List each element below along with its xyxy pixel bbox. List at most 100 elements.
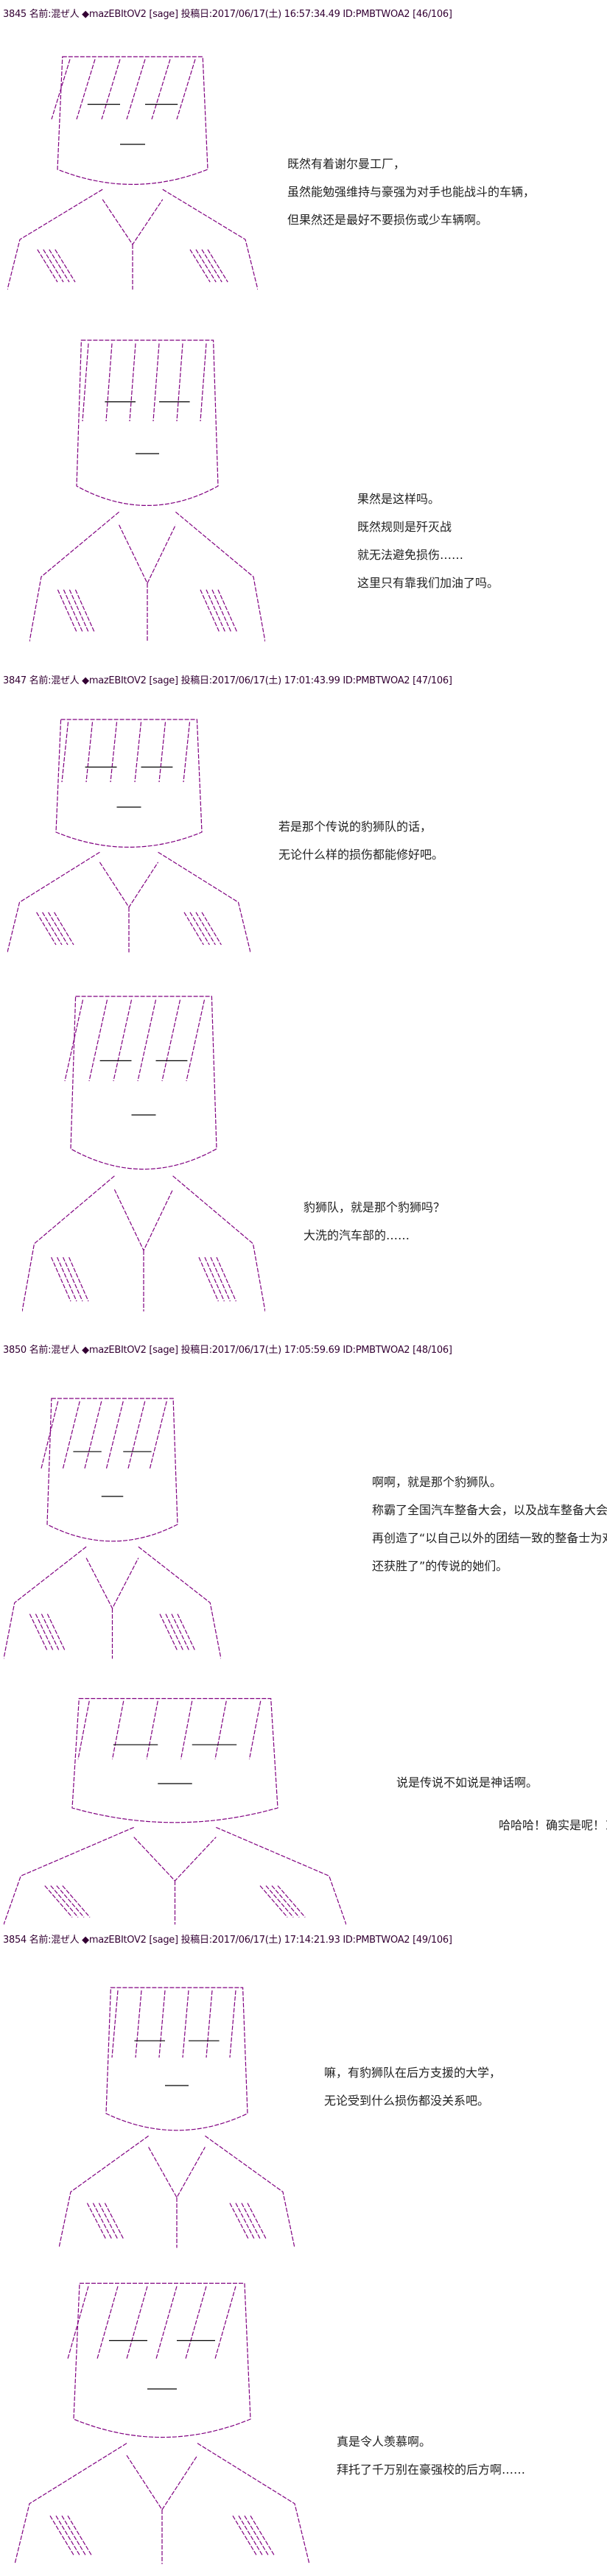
art-stroke: [69, 1256, 89, 1302]
date-label: 投稿日:: [180, 1345, 212, 1356]
dialogue-line: 豹狮队，就是那个豹狮吗？: [304, 1200, 446, 1214]
post-header: 3850 名前:混ぜ人 ◆mazEBItOV2 [sage] 投稿日:2017/…: [3, 1342, 452, 1356]
poster-id[interactable]: ID:PMBTWOA2: [343, 1345, 410, 1356]
dialogue-block: 豹狮队，就是那个豹狮吗？大洗的汽车部的……: [304, 1194, 445, 1250]
dialogue-line: 若是那个传说的豹狮队的话，: [278, 820, 432, 834]
art-stroke: [4, 1826, 134, 1925]
art-stroke: [175, 511, 265, 642]
dialogue-line: 还获胜了”的传说的她们。: [372, 1559, 508, 1573]
art-stroke: [35, 1613, 54, 1651]
post-number[interactable]: 3845: [3, 9, 27, 20]
ascii-art-figure: [22, 996, 265, 1312]
art-stroke: [172, 1175, 265, 1312]
art-stroke: [84, 1401, 102, 1469]
dialogue-line: 嘛，有豹狮队在后方支援的大学，: [324, 2066, 502, 2080]
date-label: 投稿日:: [180, 1935, 212, 1946]
art-stroke: [158, 1990, 166, 2058]
art-stroke: [54, 912, 74, 946]
art-stroke: [36, 912, 57, 946]
dialogue-block: 果然是这样吗。既然规则是歼灭战就无法避免损伤……这里只有靠我们加油了吗。: [357, 485, 499, 597]
art-stroke: [205, 2135, 295, 2248]
art-stroke: [189, 249, 211, 283]
art-stroke: [41, 1613, 60, 1651]
art-stroke: [265, 1885, 294, 1918]
post-count: [48/106]: [413, 1345, 452, 1356]
art-stroke: [62, 1885, 91, 1918]
art-stroke: [198, 1256, 219, 1302]
art-stroke: [44, 1885, 73, 1918]
ascii-art-figure: [7, 719, 250, 953]
dialogue-block: 真是令人羡慕啊。拜托了千万别在豪强校的后方啊……: [337, 2428, 525, 2484]
art-stroke: [49, 249, 70, 283]
dialogue-block: 若是那个传说的豹狮队的话， 无论什么样的损伤都能修好吧。: [278, 813, 443, 869]
art-stroke: [217, 589, 238, 633]
art-stroke: [98, 2203, 119, 2240]
art-stroke: [73, 2282, 251, 2438]
dialogue-line: 就无法避免损伤……: [357, 548, 464, 562]
art-stroke: [86, 2203, 107, 2240]
dialogue-block: 说是传说不如说是神话啊。: [396, 1769, 538, 1797]
art-stroke: [51, 1256, 71, 1302]
post-date: 2017/06/17(土) 17:05:59.69: [211, 1345, 340, 1356]
post-number[interactable]: 3854: [3, 1935, 27, 1946]
art-stroke: [97, 2286, 119, 2359]
poster-trip: ◆mazEBItOV2: [82, 1345, 147, 1356]
poster-id[interactable]: ID:PMBTWOA2: [343, 675, 410, 686]
dialogue-line: 虽然能勉强维持与豪强为对手也能战斗的车辆，: [287, 185, 536, 199]
art-stroke: [165, 1613, 184, 1651]
art-stroke: [57, 589, 77, 633]
poster-mail: [sage]: [149, 1345, 178, 1356]
dialogue-line: 真是令人羡慕啊。: [337, 2435, 432, 2449]
art-stroke: [162, 189, 258, 290]
dialogue-line: 无论什么样的损伤都能修好吧。: [278, 848, 444, 862]
art-stroke: [29, 511, 119, 642]
dialogue-line: 再创造了“以自己以外的团结一致的整备士为对手: [372, 1531, 607, 1545]
art-stroke: [77, 1700, 90, 1760]
art-stroke: [7, 189, 103, 290]
art-stroke: [195, 249, 217, 283]
art-stroke: [37, 249, 58, 283]
date-label: 投稿日:: [180, 675, 212, 686]
art-stroke: [185, 2286, 207, 2359]
post-count: [49/106]: [413, 1935, 452, 1946]
art-stroke: [148, 2147, 206, 2199]
art-stroke: [22, 1175, 115, 1312]
poster-mail: [sage]: [149, 1935, 178, 1946]
art-stroke: [195, 912, 216, 946]
art-stroke: [4, 1546, 87, 1659]
dialogue-line: 果然是这样吗。: [357, 492, 441, 506]
art-stroke: [92, 2203, 113, 2240]
art-stroke: [63, 1256, 83, 1302]
post-number[interactable]: 3847: [3, 675, 27, 686]
art-stroke: [149, 1401, 167, 1469]
poster-trip: ◆mazEBItOV2: [82, 1935, 147, 1946]
post-header: 3845 名前:混ぜ人 ◆mazEBItOV2 [sage] 投稿日:2017/…: [3, 6, 452, 20]
aside-comment: 哈哈哈！确实是呢！＞阿部: [499, 1818, 607, 1832]
art-stroke: [99, 862, 159, 909]
dialogue-block: 啊啊，就是那个豹狮队。称霸了全国汽车整备大会，以及战车整备大会两方，再创造了“以…: [372, 1468, 607, 1580]
art-stroke: [259, 1885, 288, 1918]
art-stroke: [152, 343, 160, 422]
poster-id[interactable]: ID:PMBTWOA2: [343, 1935, 410, 1946]
art-stroke: [67, 2515, 92, 2555]
art-stroke: [126, 59, 146, 120]
poster-trip: ◆mazEBItOV2: [82, 9, 147, 20]
art-stroke: [85, 1558, 139, 1610]
art-stroke: [29, 1613, 48, 1651]
art-stroke: [55, 2515, 80, 2555]
post-number[interactable]: 3850: [3, 1345, 27, 1356]
post-count: [47/106]: [413, 675, 452, 686]
poster-name: 混ぜ人: [51, 675, 80, 686]
art-stroke: [204, 1256, 225, 1302]
art-stroke: [61, 2515, 86, 2555]
art-stroke: [71, 1697, 278, 1823]
art-stroke: [46, 1613, 66, 1651]
poster-id[interactable]: ID:PMBTWOA2: [343, 9, 410, 20]
ascii-art-figure: [15, 2282, 309, 2564]
art-stroke: [105, 1987, 248, 2131]
art-stroke: [200, 589, 220, 633]
art-stroke: [201, 912, 222, 946]
dialogue-line: 无论受到什么损伤都没关系吧。: [324, 2094, 490, 2108]
art-stroke: [82, 343, 89, 422]
